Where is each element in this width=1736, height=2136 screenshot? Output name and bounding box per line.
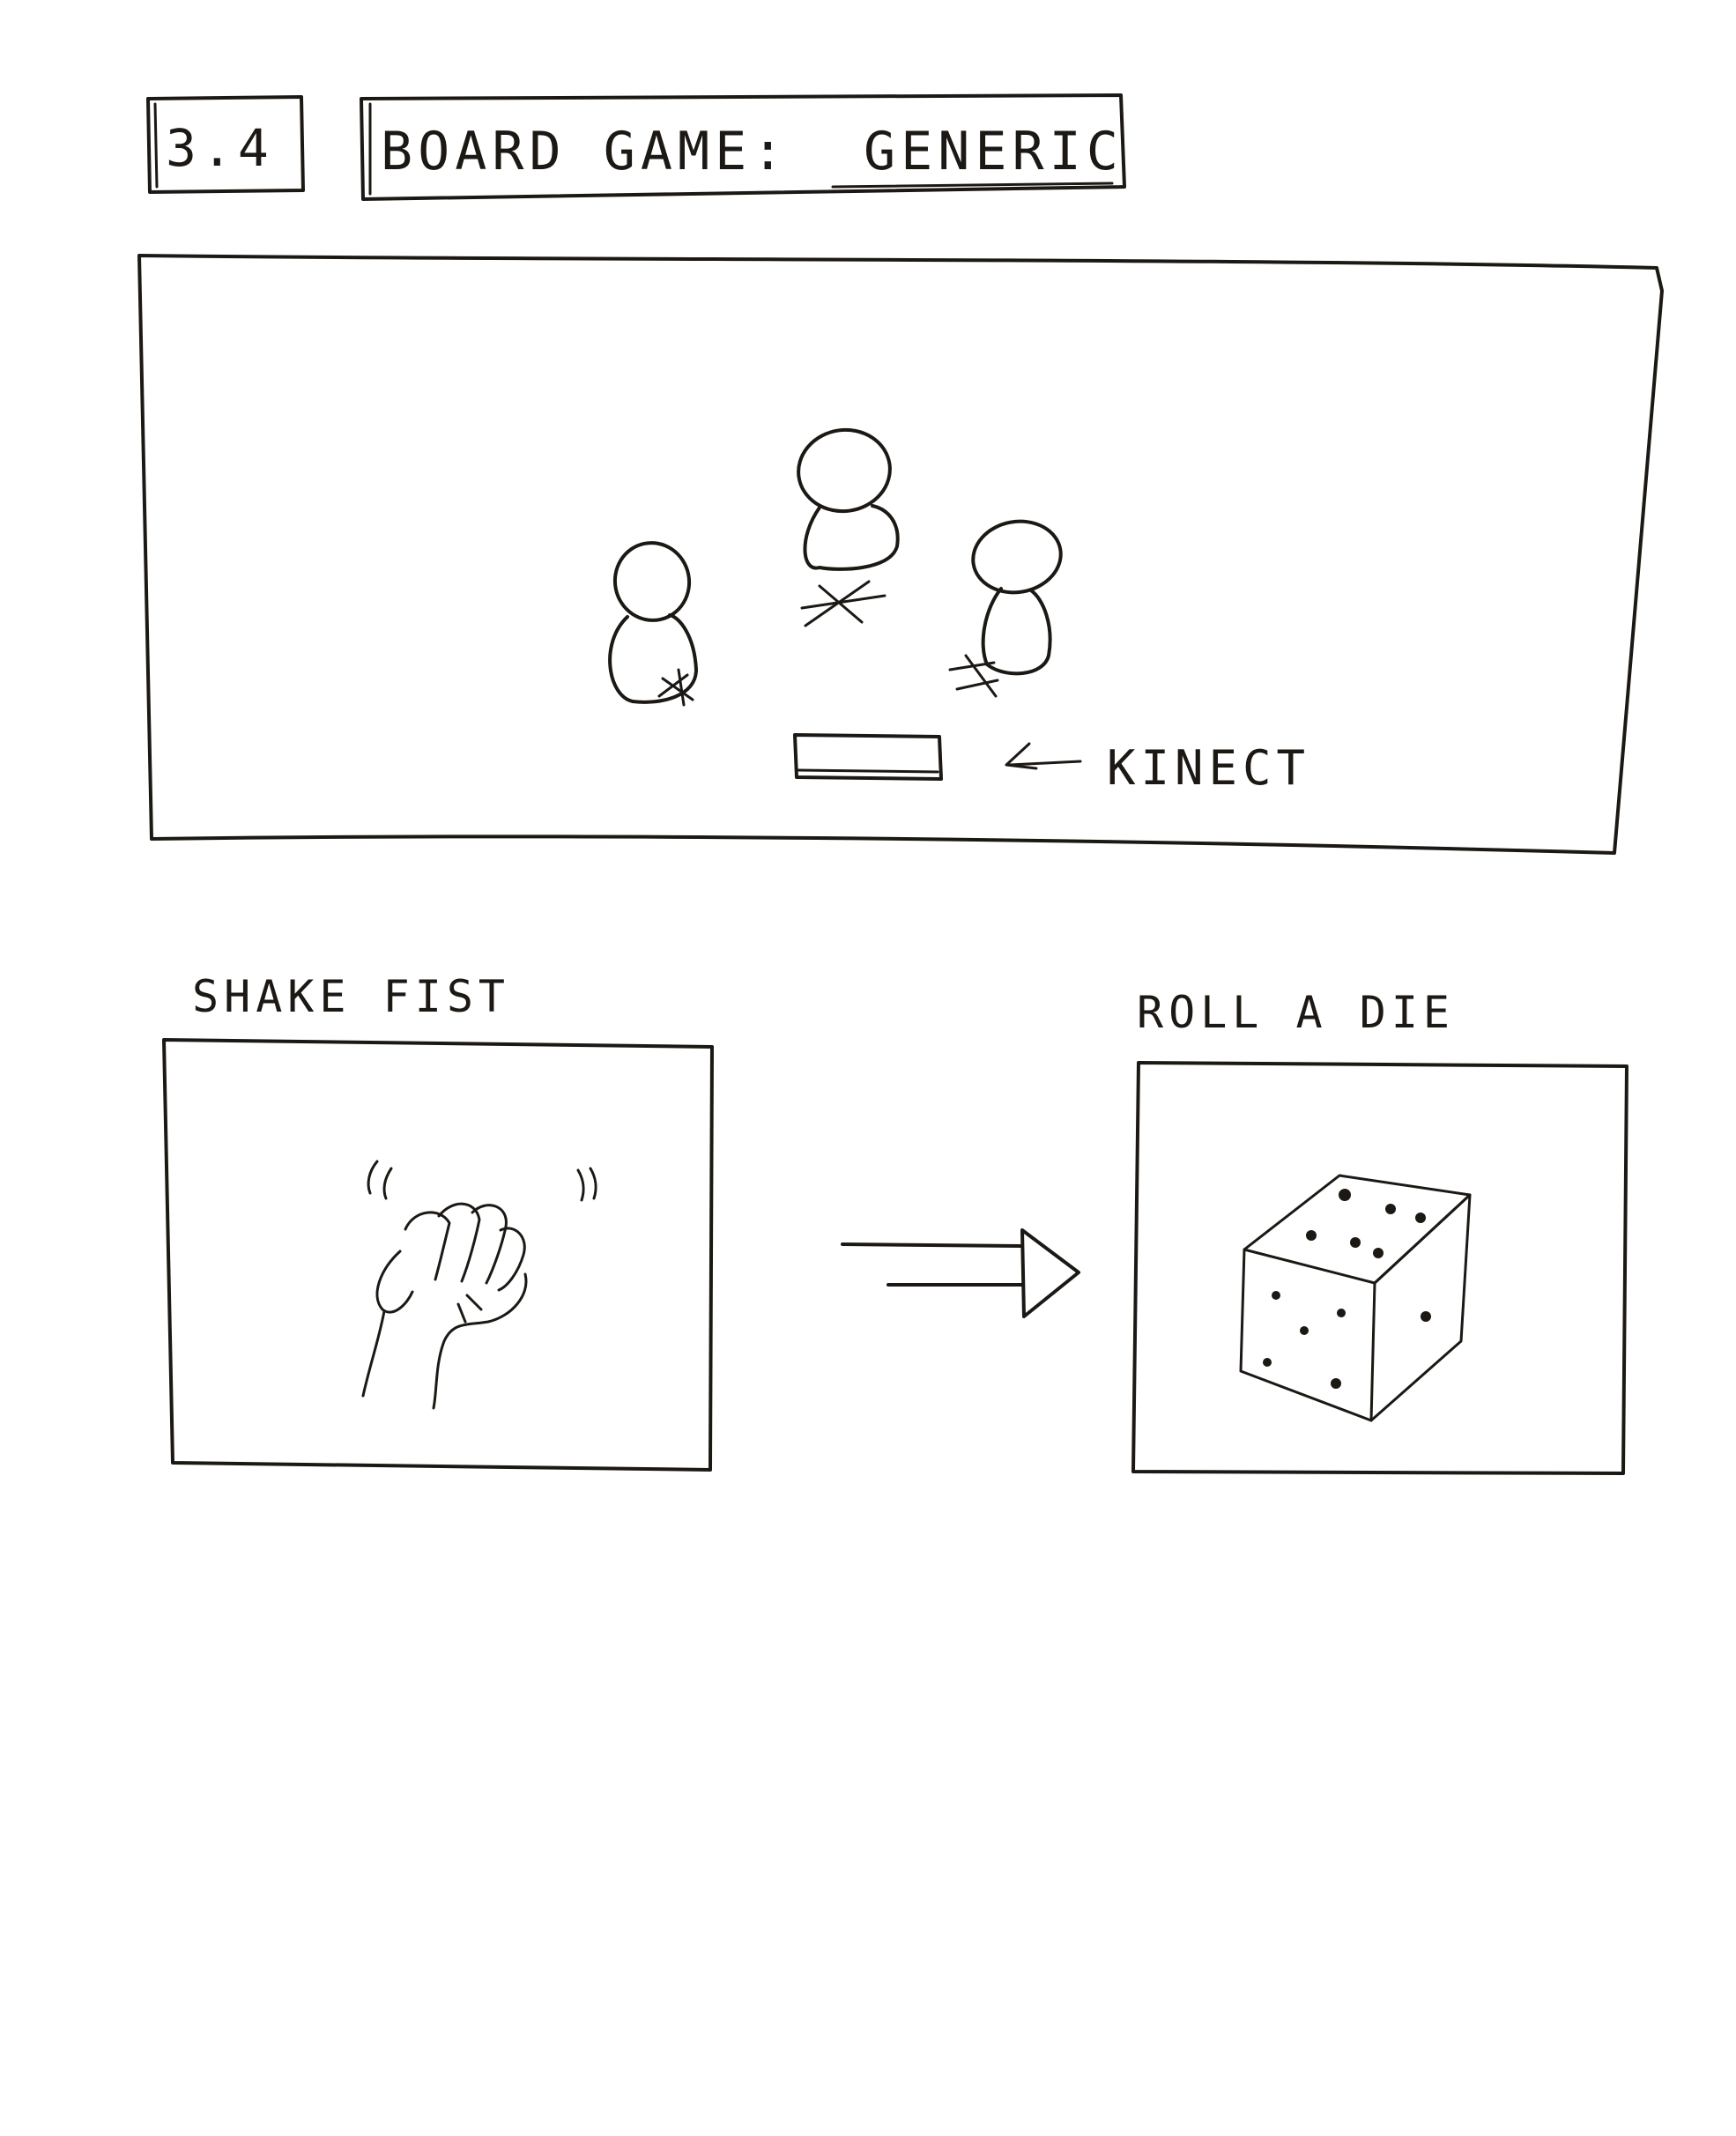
shake-mark-right-2 [589,1167,597,1200]
gesture-panel: SHAKE FIST [162,971,714,1472]
kinect-arrow-head-icon [1005,742,1038,770]
title-prefix: BOARD GAME: [381,121,789,182]
fist-icon [361,1160,597,1410]
die-top-face [1243,1174,1472,1285]
player-center [797,427,900,627]
kinect-arrow-shaft [1008,760,1082,767]
title-underline [831,182,1114,189]
title-emphasis: GENERIC [864,121,1124,182]
result-panel: ROLL A DIE [1131,987,1628,1475]
title-box: BOARD GAME: GENERIC [360,93,1126,201]
gesture-caption: SHAKE FIST [192,971,510,1022]
die-side-face [1369,1193,1472,1422]
kinect-sensor [793,733,943,781]
die-icon [1239,1174,1472,1422]
player-left [608,541,698,707]
section-number-box: 3.4 [146,95,305,194]
scene-panel: KINECT [137,254,1664,855]
kinect-label: KINECT [1107,740,1310,796]
result-caption: ROLL A DIE [1137,987,1455,1038]
die-front-face [1239,1248,1376,1422]
shake-mark-left-1 [367,1160,379,1195]
result-arrow-icon [841,1228,1080,1318]
shake-mark-left-2 [382,1167,393,1200]
shake-mark-right-1 [576,1168,585,1202]
section-number: 3.4 [166,118,274,178]
player-right [948,519,1063,698]
kinect-pointer: KINECT [1005,740,1310,796]
